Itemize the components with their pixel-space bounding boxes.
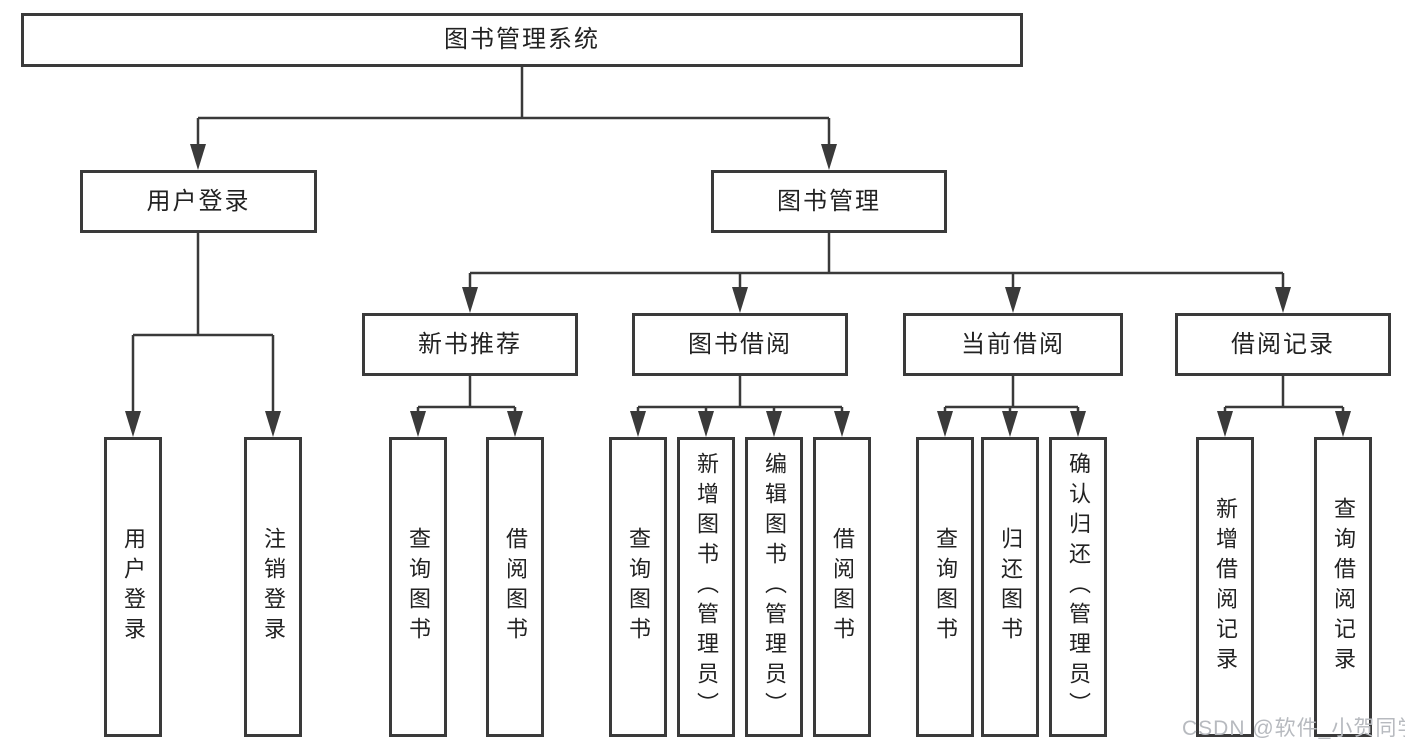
- node-label: 借阅图书: [830, 527, 855, 647]
- node-label: 注销登录: [261, 527, 286, 647]
- node-label: 当前借阅: [961, 330, 1065, 358]
- leaf-cb-return-books: 归还图书: [981, 437, 1039, 737]
- node-label: 新增借阅记录: [1213, 497, 1238, 677]
- leaf-bb-add-books-admin: 新增图书（管理员）: [677, 437, 735, 737]
- node-label: 查询图书: [933, 527, 958, 647]
- leaf-bb-query-books: 查询图书: [609, 437, 667, 737]
- leaf-bb-borrow-books: 借阅图书: [813, 437, 871, 737]
- node-label: 归还图书: [998, 527, 1023, 647]
- node-label: 图书管理系统: [444, 26, 600, 53]
- node-label: 编辑图书（管理员）: [762, 452, 787, 722]
- node-label: 新书推荐: [418, 330, 522, 358]
- node-book-management: 图书管理: [711, 170, 947, 233]
- leaf-br-query-record: 查询借阅记录: [1314, 437, 1372, 737]
- csdn-watermark: CSDN @软件_小贺同学: [1182, 717, 1405, 740]
- node-library-management-system: 图书管理系统: [21, 13, 1023, 67]
- node-current-borrowing: 当前借阅: [903, 313, 1123, 376]
- node-book-borrowing: 图书借阅: [632, 313, 848, 376]
- leaf-cb-query-books: 查询图书: [916, 437, 974, 737]
- leaf-nb-borrow-books: 借阅图书: [486, 437, 544, 737]
- node-label: 确认归还（管理员）: [1066, 452, 1091, 722]
- node-label: 用户登录: [146, 187, 251, 215]
- leaf-bb-edit-books-admin: 编辑图书（管理员）: [745, 437, 803, 737]
- node-label: 图书管理: [777, 187, 881, 215]
- node-user-login: 用户登录: [80, 170, 317, 233]
- leaf-br-add-record: 新增借阅记录: [1196, 437, 1254, 737]
- node-label: 借阅记录: [1231, 330, 1335, 358]
- node-label: 用户登录: [121, 527, 146, 647]
- leaf-nb-query-books: 查询图书: [389, 437, 447, 737]
- node-label: 图书借阅: [688, 330, 792, 358]
- leaf-user-login: 用户登录: [104, 437, 162, 737]
- node-label: 新增图书（管理员）: [694, 452, 719, 722]
- node-borrowing-records: 借阅记录: [1175, 313, 1391, 376]
- node-label: 借阅图书: [503, 527, 528, 647]
- node-label: 查询借阅记录: [1331, 497, 1356, 677]
- node-label: 查询图书: [626, 527, 651, 647]
- node-new-book-recommend: 新书推荐: [362, 313, 578, 376]
- leaf-cb-confirm-return-admin: 确认归还（管理员）: [1049, 437, 1107, 737]
- node-label: 查询图书: [406, 527, 431, 647]
- leaf-logout: 注销登录: [244, 437, 302, 737]
